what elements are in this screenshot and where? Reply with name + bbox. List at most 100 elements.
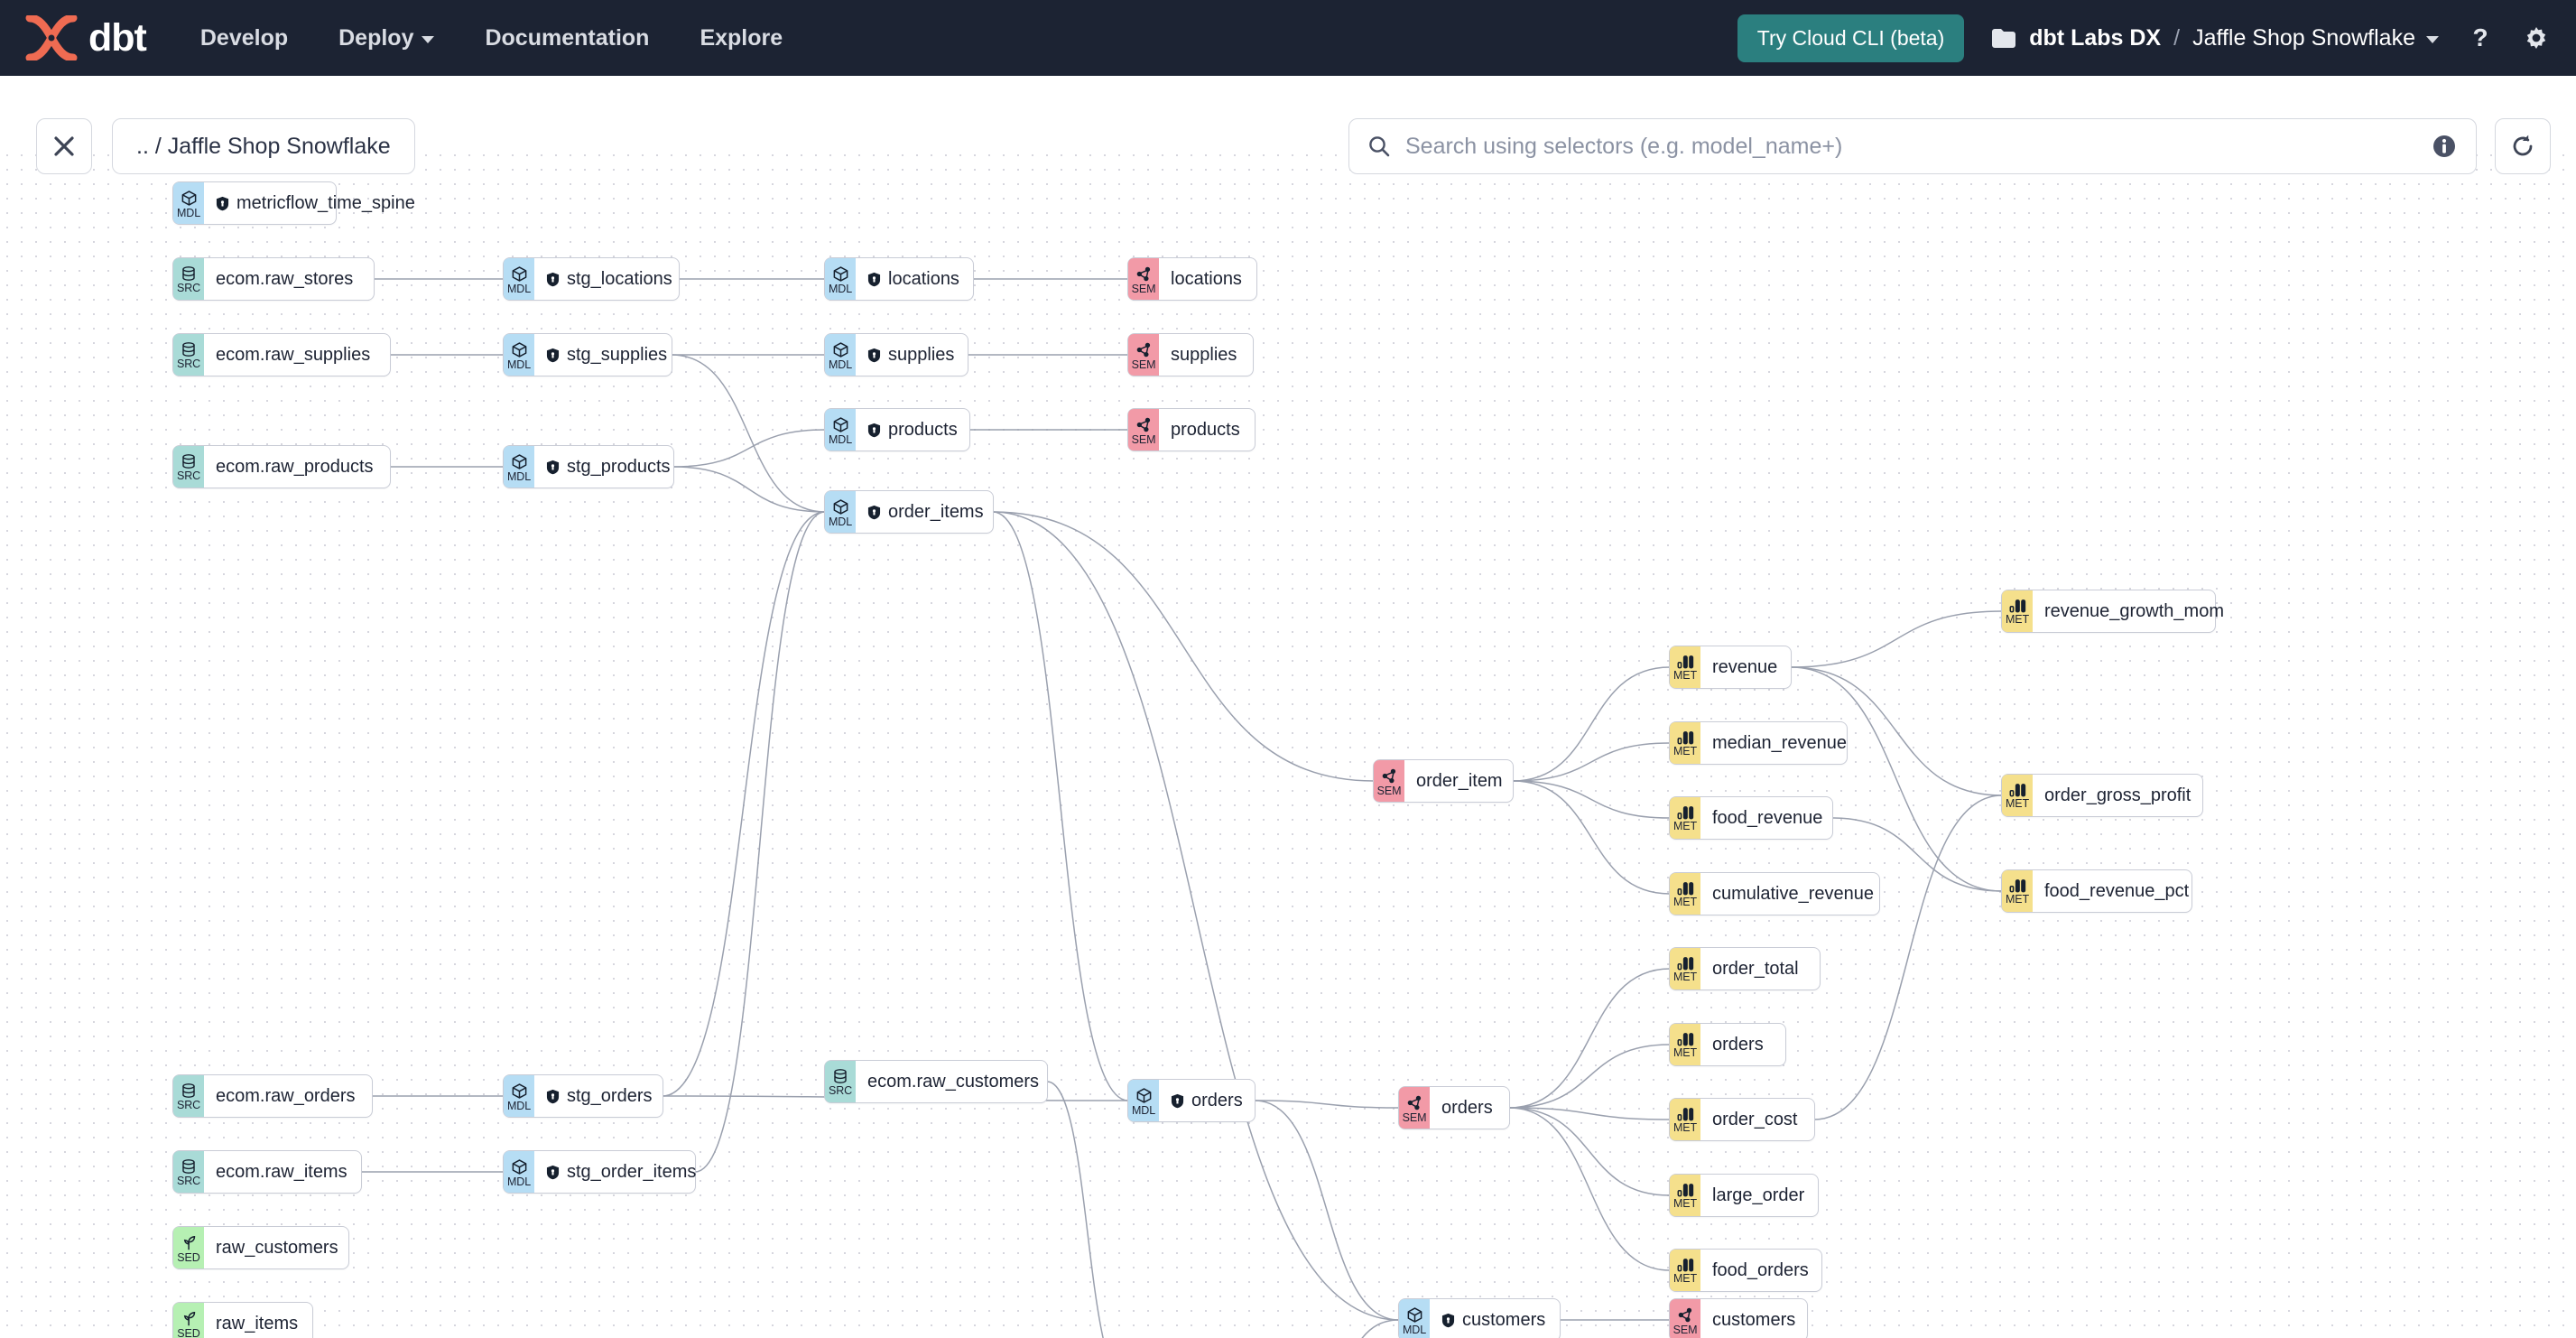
breadcrumb-project-selector[interactable]: Jaffle Shop Snowflake (2192, 25, 2439, 51)
lineage-edge (1361, 1319, 1400, 1338)
info-icon[interactable] (2431, 133, 2458, 160)
node-type-label: SEM (1402, 1110, 1427, 1124)
graph-node-stg_locations[interactable]: MDL stg_locations (504, 258, 679, 300)
node-label-wrap: order_cost (1700, 1099, 1812, 1140)
node-label: products (888, 419, 958, 440)
mdl-type-badge: MDL (504, 258, 534, 300)
gear-icon[interactable] (2522, 23, 2551, 52)
nav-link-develop[interactable]: Develop (200, 25, 288, 51)
selector-search-box[interactable] (1348, 118, 2477, 174)
node-type-label: SEM (1673, 1323, 1698, 1336)
lineage-edge (992, 511, 1129, 1101)
node-label-wrap: stg_order_items (534, 1151, 710, 1193)
contract-shield-icon (546, 1089, 560, 1103)
nav-link-deploy[interactable]: Deploy (338, 25, 435, 51)
lineage-breadcrumb-button[interactable]: .. / Jaffle Shop Snowflake (112, 118, 415, 174)
node-label-wrap: stg_supplies (534, 334, 681, 376)
lineage-edge (1790, 610, 2003, 668)
node-type-label: SRC (176, 282, 201, 295)
met-type-badge: MET (1670, 948, 1700, 990)
breadcrumb-separator: / (2173, 24, 2181, 51)
dbt-logo[interactable]: dbt (25, 15, 147, 60)
node-type-label: SEM (1376, 784, 1402, 797)
close-button[interactable] (36, 118, 92, 174)
mdl-type-badge: MDL (825, 409, 856, 451)
node-label: stg_order_items (567, 1161, 697, 1182)
node-label: food_revenue (1712, 807, 1823, 828)
node-label: stg_locations (567, 268, 672, 289)
try-cloud-cli-button[interactable]: Try Cloud CLI (beta) (1737, 14, 1965, 62)
refresh-button[interactable] (2495, 118, 2551, 174)
breadcrumb-project-label: Jaffle Shop Snowflake (2192, 24, 2415, 51)
node-type-label: MET (1673, 1272, 1698, 1286)
contract-shield-icon (867, 423, 881, 437)
lineage-edge (1508, 1107, 1671, 1271)
mdl-type-badge: MDL (825, 491, 856, 533)
contract-shield-icon (867, 505, 881, 519)
question-mark-icon[interactable]: ? (2466, 23, 2495, 52)
node-label: customers (1462, 1309, 1546, 1330)
node-type-label: MET (2005, 613, 2030, 627)
node-label-wrap: orders (1159, 1080, 1257, 1121)
contract-shield-icon (216, 196, 229, 210)
node-label: customers (1712, 1309, 1796, 1330)
met-type-badge: MET (1670, 873, 1700, 915)
met-type-badge: MET (1670, 722, 1700, 764)
node-label-wrap: ecom.raw_supplies (204, 334, 385, 376)
nav-link-documentation[interactable]: Documentation (485, 25, 649, 51)
src-type-badge: SRC (173, 334, 204, 376)
lineage-edge (1508, 1044, 1671, 1109)
node-label: ecom.raw_customers (867, 1071, 1040, 1092)
node-type-label: MET (1673, 896, 1698, 909)
search-input[interactable] (1405, 133, 2431, 160)
nav-link-explore[interactable]: Explore (700, 25, 783, 51)
svg-text:?: ? (2472, 23, 2488, 51)
breadcrumb-org[interactable]: dbt Labs DX (2029, 24, 2162, 51)
nav-link-documentation-label: Documentation (485, 24, 650, 51)
node-label-wrap: cumulative_revenue (1700, 873, 1888, 915)
graph-node-products[interactable]: MDL products (825, 409, 969, 451)
node-label-wrap: ecom.raw_customers (856, 1061, 1053, 1102)
node-label-wrap: order_item (1404, 760, 1517, 802)
graph-node-sem_customers[interactable]: SEM customers (1670, 1299, 1807, 1338)
mdl-type-badge: MDL (504, 1075, 534, 1117)
met-type-badge: MET (1670, 1175, 1700, 1216)
graph-node-met_median_revenue[interactable]: MET median_revenue (1670, 722, 1847, 764)
node-label: median_revenue (1712, 732, 1847, 753)
